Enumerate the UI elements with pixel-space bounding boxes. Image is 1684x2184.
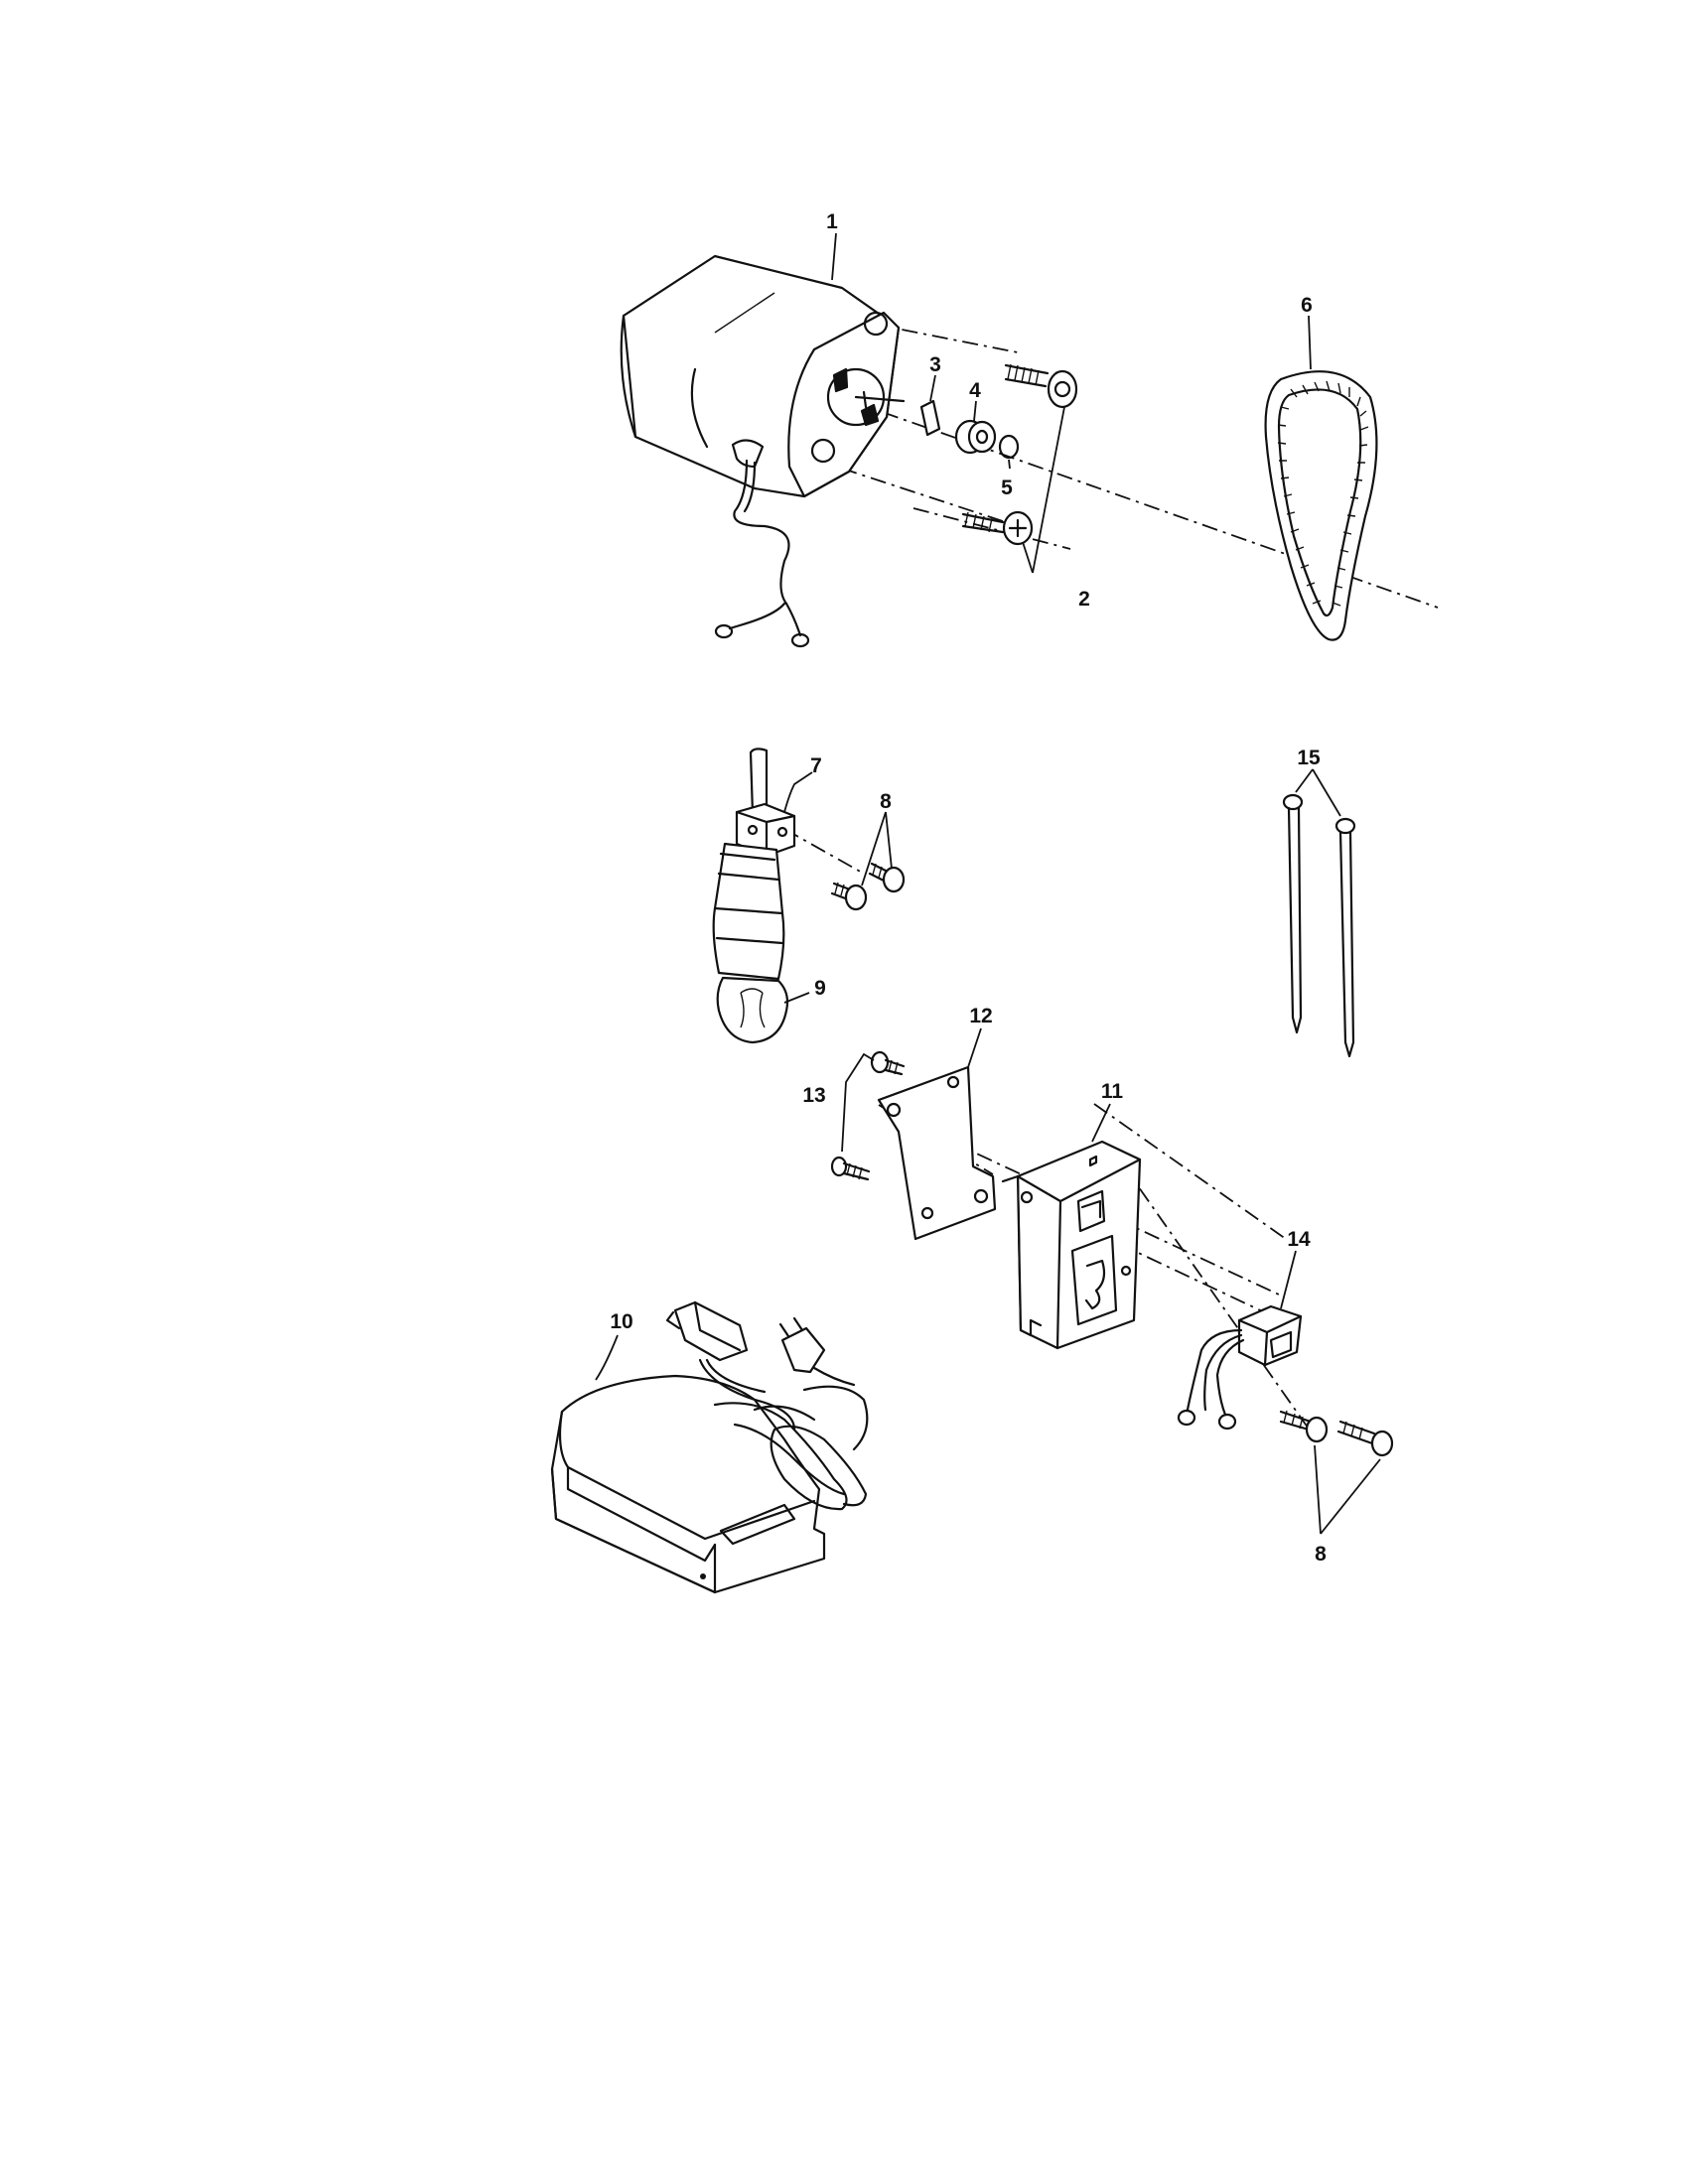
label-part-8-lamp: 8 bbox=[880, 790, 892, 813]
label-part-11: 11 bbox=[1101, 1080, 1124, 1103]
label-part-10: 10 bbox=[610, 1310, 632, 1333]
timing-belt bbox=[1264, 370, 1378, 641]
cable-ties bbox=[1282, 793, 1356, 1058]
lamp-screws bbox=[830, 862, 906, 911]
rocker-switch bbox=[1177, 1304, 1303, 1431]
leader-lines bbox=[595, 232, 1381, 1535]
motor-screws bbox=[961, 363, 1078, 546]
motor bbox=[620, 254, 906, 648]
label-part-13: 13 bbox=[802, 1084, 825, 1107]
mounting-plate bbox=[877, 1065, 997, 1241]
label-part-2: 2 bbox=[1078, 588, 1090, 611]
label-part-3: 3 bbox=[929, 353, 941, 376]
motor-pulley bbox=[954, 419, 997, 455]
label-part-7: 7 bbox=[810, 754, 822, 777]
lamp-socket bbox=[712, 748, 796, 981]
label-part-4: 4 bbox=[969, 379, 981, 402]
switch-box bbox=[1001, 1140, 1142, 1350]
lamp-bulb bbox=[716, 976, 789, 1044]
label-part-5: 5 bbox=[1001, 477, 1013, 499]
callout-labels: 1 2 3 4 5 6 7 8 9 10 11 12 13 14 15 8 bbox=[610, 210, 1327, 1566]
label-part-12: 12 bbox=[969, 1005, 992, 1027]
label-part-14: 14 bbox=[1287, 1228, 1311, 1251]
label-part-8-switch: 8 bbox=[1315, 1543, 1327, 1566]
foot-controller bbox=[550, 1300, 869, 1594]
shaft-key bbox=[919, 399, 941, 437]
retaining-ring bbox=[998, 434, 1020, 460]
label-part-15: 15 bbox=[1297, 747, 1321, 769]
label-part-1: 1 bbox=[826, 210, 838, 233]
label-part-9: 9 bbox=[814, 977, 826, 1000]
plate-screws bbox=[830, 1050, 906, 1181]
label-part-6: 6 bbox=[1301, 294, 1313, 317]
switch-screws bbox=[1279, 1410, 1394, 1457]
